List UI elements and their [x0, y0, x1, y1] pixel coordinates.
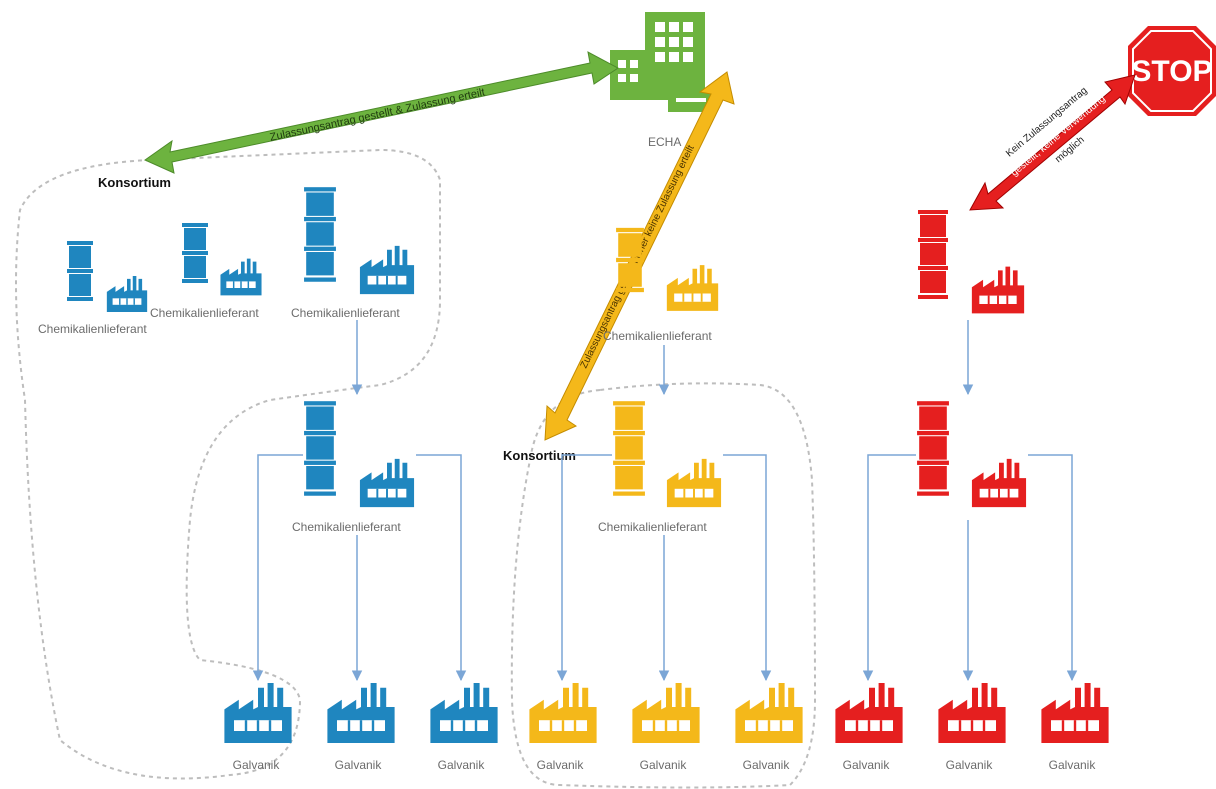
green-arrow-label: Zulassungsantrag gestellt & Zulassung er… [269, 86, 486, 143]
galvanik-factory-icon [327, 683, 395, 743]
galvanik-label: Galvanik [1049, 758, 1097, 772]
chemical-drum-icon [613, 401, 645, 496]
supply-chain-connectors [252, 320, 1078, 682]
factory-icon [220, 258, 262, 296]
consortium-label-yellow: Konsortium [503, 448, 576, 463]
galvanik-factory-icon [529, 683, 597, 743]
chemical-drum-icon [616, 227, 644, 293]
factory-icon [971, 458, 1027, 508]
galvanik-label: Galvanik [640, 758, 688, 772]
factory-icon [359, 458, 415, 508]
factory-icon [666, 458, 722, 508]
stop-label: STOP [1131, 55, 1212, 88]
supplier-label: Chemikalienlieferant [291, 306, 400, 320]
stop-sign-icon: STOP [1128, 26, 1216, 116]
factory-icon [106, 276, 148, 312]
chemical-drum-icon [182, 223, 208, 283]
galvanik-label: Galvanik [946, 758, 994, 772]
green-arrow: Zulassungsantrag gestellt & Zulassung er… [143, 51, 619, 174]
red-arrow: Kein Zulassungsantrag gestellt, keine Ve… [969, 74, 1136, 211]
chemical-drum-icon [304, 401, 336, 496]
galvanik-label: Galvanik [743, 758, 791, 772]
galvanik-factory-icon [735, 683, 803, 743]
galvanik-factory-icon [430, 683, 498, 743]
galvanik-factory-icon [1041, 683, 1109, 743]
supplier-label: Chemikalienlieferant [598, 520, 707, 534]
galvanik-label: Galvanik [233, 758, 281, 772]
chemical-drum-icon [304, 187, 336, 282]
factory-icon [971, 266, 1025, 314]
chemical-drum-icon [67, 241, 93, 301]
chemical-drum-icon [917, 401, 949, 496]
factory-icon [666, 265, 719, 311]
galvanik-label: Galvanik [537, 758, 585, 772]
chemical-drum-icon [918, 210, 948, 299]
galvanik-factory-icon [938, 683, 1006, 743]
galvanik-label: Galvanik [843, 758, 891, 772]
galvanik-factory-icon [224, 683, 292, 743]
galvanik-factory-icon [632, 683, 700, 743]
echa-building-icon [610, 12, 713, 112]
echa-label: ECHA [648, 135, 681, 149]
supplier-label: Chemikalienlieferant [603, 329, 712, 343]
supplier-label: Chemikalienlieferant [292, 520, 401, 534]
galvanik-factory-icon [835, 683, 903, 743]
galvanik-label: Galvanik [335, 758, 383, 772]
consortium-label-blue: Konsortium [98, 175, 171, 190]
consortium-boundary-blue [15, 148, 441, 780]
galvanik-label: Galvanik [438, 758, 486, 772]
supplier-label: Chemikalienlieferant [150, 306, 259, 320]
red-arrow-label: Kein Zulassungsantrag gestellt, keine Ve… [1004, 85, 1108, 179]
supplier-label: Chemikalienlieferant [38, 322, 147, 336]
factory-icon [359, 245, 415, 295]
